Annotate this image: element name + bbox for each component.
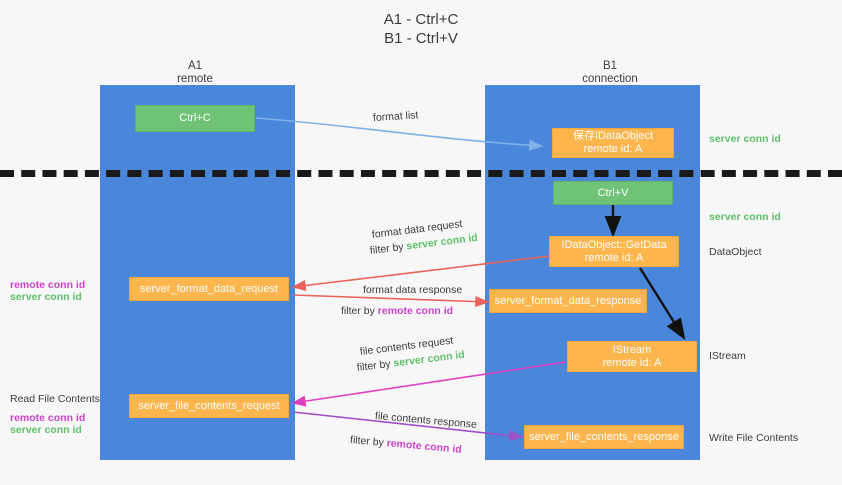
label-format-data-response-filter: filter by remote conn id xyxy=(341,305,453,318)
box-getdata[interactable]: IDataObject::GetData remote id: A xyxy=(549,236,679,267)
box-save-idataobject-line2: remote id: A xyxy=(583,143,643,155)
label-format-data-response-filter-prefix: filter by xyxy=(341,305,378,317)
right-label-istream: IStream xyxy=(709,350,746,362)
box-server-format-data-response-label: server_format_data_response xyxy=(494,294,642,307)
arrow-format-data-response xyxy=(292,294,490,308)
title-line-2: B1 - Ctrl+V xyxy=(384,30,458,47)
column-b1-sub: connection xyxy=(582,73,638,85)
right-label-server-conn-id-2: server conn id xyxy=(709,211,781,223)
arrow-getdata-to-istream xyxy=(638,267,686,341)
label-format-data-response: format data response xyxy=(363,284,463,296)
box-save-idataobject[interactable]: 保存IDataObject remote id: A xyxy=(552,128,674,158)
column-header-b1: B1 connection xyxy=(520,60,700,86)
column-a1-name: A1 xyxy=(187,60,203,72)
arrow-format-list xyxy=(255,117,544,151)
left-label-server-conn-id-2: server conn id xyxy=(10,424,82,436)
box-server-file-contents-request-label: server_file_contents_request xyxy=(138,399,280,412)
box-ctrl-v[interactable]: Ctrl+V xyxy=(553,181,673,205)
box-server-file-contents-response[interactable]: server_file_contents_response xyxy=(524,425,684,449)
box-ctrl-c-label: Ctrl+C xyxy=(179,112,211,124)
left-label-remote-conn-id-2: remote conn id xyxy=(10,412,86,424)
section-divider xyxy=(0,170,842,177)
box-server-file-contents-request[interactable]: server_file_contents_request xyxy=(129,394,289,418)
page-title: A1 - Ctrl+C B1 - Ctrl+V xyxy=(0,10,842,48)
box-server-format-data-request[interactable]: server_format_data_request xyxy=(129,277,289,301)
right-label-server-conn-id-1: server conn id xyxy=(709,133,781,145)
left-label-server-conn-id-1: server conn id xyxy=(10,291,82,303)
left-label-remote-conn-id-1: remote conn id xyxy=(10,279,86,291)
arrow-file-contents-request xyxy=(291,361,567,407)
box-save-idataobject-line1: 保存IDataObject xyxy=(572,130,654,142)
box-getdata-line1: IDataObject::GetData xyxy=(561,238,667,251)
right-label-dataobject: DataObject xyxy=(709,246,762,258)
box-ctrl-v-label: Ctrl+V xyxy=(597,186,629,199)
arrow-file-contents-response xyxy=(292,411,524,442)
column-b1-name: B1 xyxy=(602,60,618,72)
box-istream-line1: IStream xyxy=(612,343,652,356)
column-header-a1: A1 remote xyxy=(105,60,285,86)
label-format-data-response-filter-key: remote conn id xyxy=(377,305,454,317)
label-format-list: format list xyxy=(372,109,419,124)
box-istream[interactable]: IStream remote id: A xyxy=(567,341,697,372)
column-a1-sub: remote xyxy=(177,73,213,85)
box-getdata-line2: remote id: A xyxy=(584,251,644,264)
box-server-file-contents-response-label: server_file_contents_response xyxy=(529,430,679,443)
left-label-read-file-contents: Read File Contents xyxy=(10,393,100,405)
box-server-format-data-request-label: server_format_data_request xyxy=(139,282,279,295)
box-server-format-data-response[interactable]: server_format_data_response xyxy=(489,289,647,313)
arrow-format-data-request xyxy=(291,255,551,292)
box-ctrl-c[interactable]: Ctrl+C xyxy=(135,105,255,132)
title-line-1: A1 - Ctrl+C xyxy=(383,11,459,28)
box-istream-line2: remote id: A xyxy=(602,356,662,369)
right-label-write-file-contents: Write File Contents xyxy=(709,432,799,444)
label-file-contents-response-filter-prefix: filter by xyxy=(349,434,388,450)
